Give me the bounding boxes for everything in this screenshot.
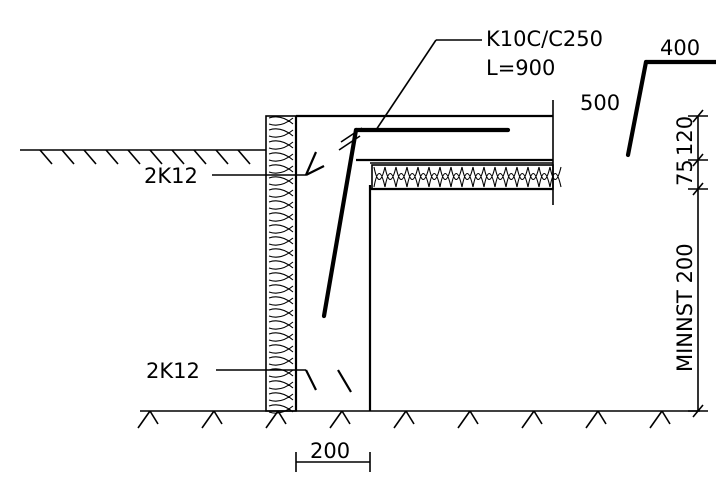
concrete-wall [294,114,553,411]
ground-hatch-mark [213,410,223,425]
ground-hatch-mark [521,410,535,429]
ground-hatch-mark [105,149,119,165]
label-rebar-length: L=900 [486,56,555,80]
ground-hatch-mark [265,410,279,429]
wall-insulation [265,115,297,414]
ground-hatch-mark [171,149,185,165]
label-dim-75: 75 [673,159,697,186]
ground-hatch-mark [341,410,351,425]
label-bars-bottom: 2K12 [146,359,200,383]
label-dim-min200: MINNST 200 [673,243,697,372]
ground-hatch-mark [661,410,671,425]
ground-hatch-mark [61,149,75,165]
ground-bottom [137,410,700,429]
ground-left [20,149,266,165]
ground-hatch-mark [405,410,415,425]
ground-hatch-mark [585,410,599,429]
label-rebar-main: K10C/C250 [486,27,603,51]
ground-hatch-mark [39,149,53,165]
ground-hatch-mark [137,410,151,429]
label-dim-120: 120 [673,116,697,156]
dimension-vertical [688,109,708,418]
bars-top-symbol [212,151,325,176]
label-dim-400: 400 [660,36,700,60]
ground-hatch-mark [193,149,207,165]
ground-hatch-mark [393,410,407,429]
ground-hatch-mark [469,410,479,425]
leader-rebar-main [375,39,482,131]
ground-hatch-mark [83,149,97,165]
top-right-mark [625,59,716,158]
label-dim-500: 500 [580,91,620,115]
ground-hatch-mark [215,149,229,165]
ground-hatch-mark [457,410,471,429]
ground-hatch-mark [149,149,163,165]
bars-bottom-symbol [216,369,352,393]
ground-hatch-mark [149,410,159,425]
ground-hatch-mark [533,410,543,425]
ground-hatch-mark [237,149,251,165]
ground-hatch-mark [329,410,343,429]
ground-hatch-mark [127,149,141,165]
slab-insulation [370,164,562,191]
ground-hatch-mark [201,410,215,429]
dimension-wall-width [295,452,371,472]
ground-hatch-mark [597,410,607,425]
rebar-k10c [321,127,511,319]
label-dim-wall-200: 200 [310,439,350,463]
ground-hatch-mark [649,410,663,429]
label-bars-top: 2K12 [144,164,198,188]
